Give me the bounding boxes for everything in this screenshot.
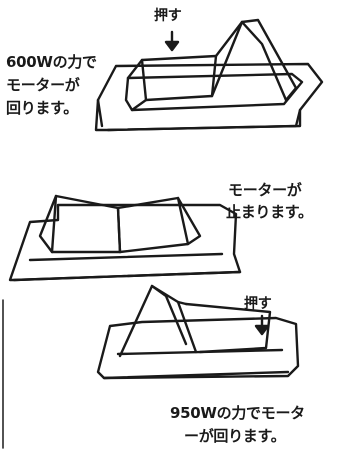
push-label-1: 押す [154, 8, 182, 24]
rocker-face-low-3 [184, 302, 272, 354]
push-label-3: 押す [244, 296, 272, 312]
caption-1-line-2: モーターが [6, 76, 80, 94]
rocker-face-high-1 [210, 20, 288, 102]
rocker-face-right-2 [116, 196, 190, 254]
caption-2-line-2: 止まります。 [226, 203, 313, 221]
base-plate-3 [96, 316, 300, 380]
caption-1-line-1: 600Wの力で [6, 53, 97, 71]
caption-3-line-1: 950Wの力でモータ [170, 404, 305, 422]
press-arrow-3 [254, 314, 270, 336]
caption-3-line-2: ーが回ります。 [184, 427, 286, 445]
rocker-switch-right-pressed [96, 284, 300, 380]
rocker-switch-center [8, 194, 242, 282]
rocker-switch-left-pressed [94, 18, 324, 132]
caption-2-line-1: モーターが [228, 181, 302, 199]
press-arrow-1 [164, 30, 180, 52]
caption-1-line-3: 回ります。 [6, 99, 79, 117]
